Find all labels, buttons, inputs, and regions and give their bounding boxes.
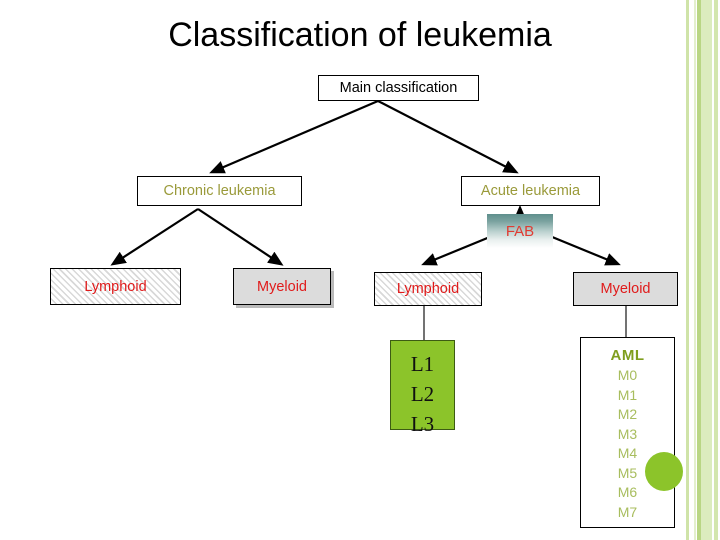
node-label: Lymphoid <box>84 278 147 295</box>
arrow-root-to-chronic <box>209 99 379 174</box>
node-main-classification[interactable]: Main classification <box>318 75 479 101</box>
node-chronic-lymphoid[interactable]: Lymphoid <box>50 268 181 305</box>
node-label: Acute leukemia <box>480 183 581 199</box>
decorative-stripe <box>701 0 712 540</box>
decorative-stripe <box>714 0 718 540</box>
green-circle-icon <box>645 452 683 491</box>
arrow-root-to-acute <box>377 100 519 174</box>
node-chronic-leukemia[interactable]: Chronic leukemia <box>137 176 302 206</box>
list-item: M5 <box>617 464 638 481</box>
node-acute-leukemia[interactable]: Acute leukemia <box>461 176 600 206</box>
list-item: M4 <box>617 445 638 461</box>
list-title: AML <box>610 347 645 364</box>
list-item: L1 <box>410 352 435 376</box>
list-item: M0 <box>617 367 638 383</box>
node-label: Main classification <box>339 80 458 96</box>
node-label: Myeloid <box>600 281 651 297</box>
node-chronic-myeloid[interactable]: Myeloid <box>233 268 331 305</box>
list-aml-subtypes[interactable]: AML M0 M1 M2 M3 M4 M5 M6 M7 <box>580 337 675 528</box>
list-item: M6 <box>617 484 638 500</box>
page-title: Classification of leukemia <box>168 16 552 54</box>
node-label: Myeloid <box>257 278 307 295</box>
decorative-stripe <box>718 0 720 540</box>
arrow-chronic-to-lymphoid <box>110 208 199 266</box>
node-acute-lymphoid[interactable]: Lymphoid <box>374 272 482 306</box>
node-label: Chronic leukemia <box>163 183 276 199</box>
node-acute-myeloid[interactable]: Myeloid <box>573 272 678 306</box>
decorative-stripe <box>712 0 714 540</box>
list-item: M7 <box>617 503 638 520</box>
list-item: M1 <box>617 386 638 403</box>
arrow-fab-to-myeloid <box>539 230 621 266</box>
list-item: L3 <box>410 412 435 436</box>
list-item: M3 <box>617 425 638 442</box>
decorative-stripe <box>686 0 689 540</box>
node-label: FAB <box>505 222 535 240</box>
decorative-stripe <box>694 0 696 540</box>
list-item: M2 <box>617 406 638 422</box>
arrow-chronic-to-myeloid <box>197 208 284 266</box>
node-label: Lymphoid <box>396 281 460 297</box>
list-all-subtypes[interactable]: L1 L2 L3 <box>390 340 455 436</box>
list-item: L2 <box>410 382 435 406</box>
decorative-stripe <box>697 0 701 540</box>
node-fab[interactable]: FAB <box>487 214 553 248</box>
